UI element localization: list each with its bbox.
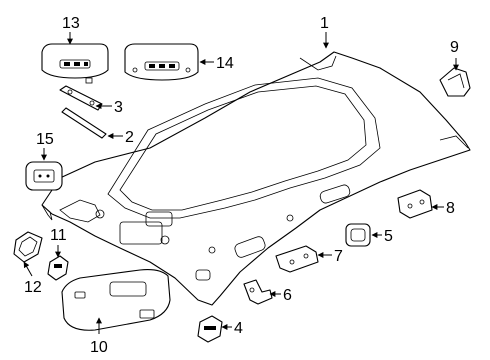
callout-leaders	[23, 32, 459, 334]
map-lamp-part-14	[124, 43, 199, 81]
callout-13: 13	[62, 15, 80, 32]
cover-part-5	[345, 223, 371, 247]
strip-part-2	[61, 107, 107, 139]
clip-part-4	[197, 315, 223, 343]
bracket-part-3	[59, 85, 103, 111]
frame-part-12	[13, 231, 43, 263]
switch-part-15	[25, 161, 63, 191]
callout-8: 8	[446, 200, 455, 217]
hook-part-6	[243, 279, 273, 305]
callout-1: 1	[320, 15, 329, 32]
bracket-part-9	[439, 67, 471, 97]
callout-4: 4	[234, 320, 243, 337]
callout-labels: 1 2 3 4 5 6 7 8 9 10 11 12 13 14 15	[24, 15, 459, 356]
headliner-part	[41, 51, 471, 306]
callout-12: 12	[24, 279, 42, 296]
callout-2: 2	[125, 129, 134, 146]
callout-10: 10	[90, 339, 108, 356]
callout-3: 3	[114, 99, 123, 116]
bracket-part-7	[275, 245, 319, 273]
sun-visor-part-10	[61, 269, 171, 331]
clip-part-11	[47, 255, 69, 281]
callout-6: 6	[283, 287, 292, 304]
callout-5: 5	[384, 228, 393, 245]
callout-14: 14	[216, 55, 234, 72]
dome-lamp-part-13	[41, 43, 109, 84]
callout-11: 11	[50, 227, 67, 244]
bracket-part-8	[397, 189, 433, 219]
callout-7: 7	[334, 248, 343, 265]
callout-15: 15	[36, 131, 54, 148]
callout-9: 9	[450, 39, 459, 56]
